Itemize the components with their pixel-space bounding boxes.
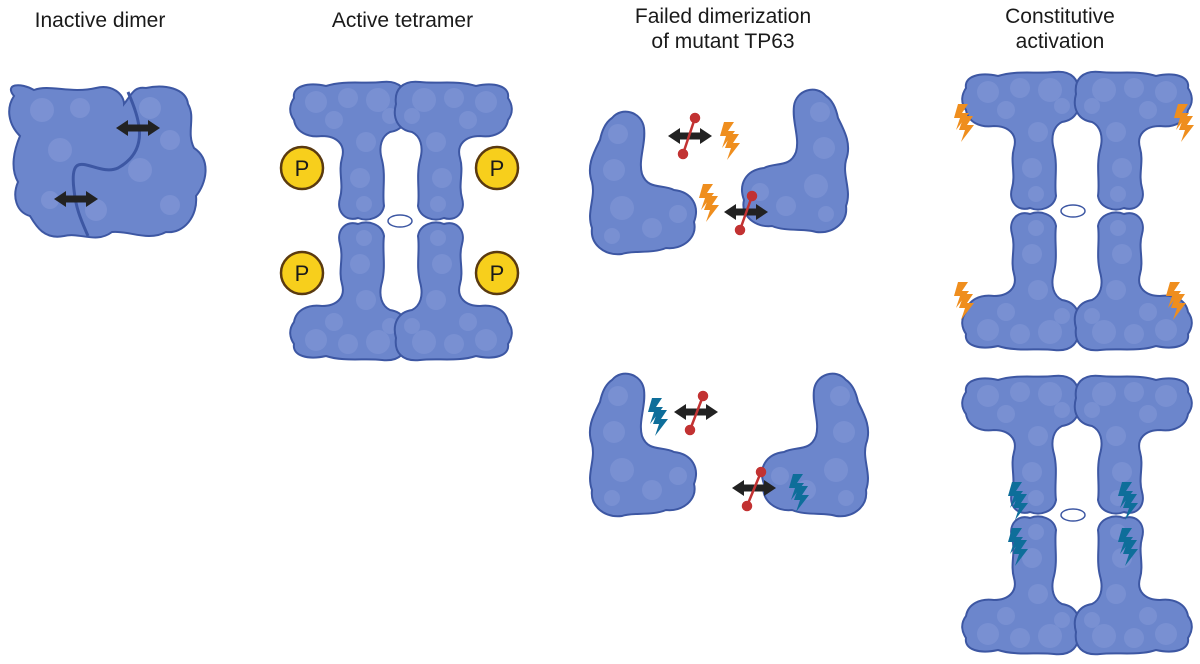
lightning-mutation-icon [699,184,719,222]
lightning-mutation-icon [720,122,740,160]
title-constitutive-activation: Constitutive activation [1005,5,1115,53]
title-active-tetramer: Active tetramer [331,9,474,32]
inactive-dimer [8,84,207,239]
phosphate-icon: P [279,250,325,296]
phosphate-icon: P [474,145,520,191]
active-tetramer: P P P P [279,80,520,362]
failed-dimer-orange [588,88,850,256]
constitutive-tetramer-teal [961,374,1193,656]
title-inactive-dimer: Inactive dimer [34,9,166,32]
title-failed-dimerization: Failed dimerization of mutant TP63 [634,5,812,53]
lightning-mutation-icon [648,398,668,436]
phosphate-icon: P [279,145,325,191]
phospho-label: P [295,261,310,286]
phosphate-icon: P [474,250,520,296]
phospho-label: P [490,261,505,286]
phospho-label: P [295,156,310,181]
constitutive-tetramer-orange [954,70,1194,352]
phospho-label: P [490,156,505,181]
failed-dimer-teal [588,372,870,518]
